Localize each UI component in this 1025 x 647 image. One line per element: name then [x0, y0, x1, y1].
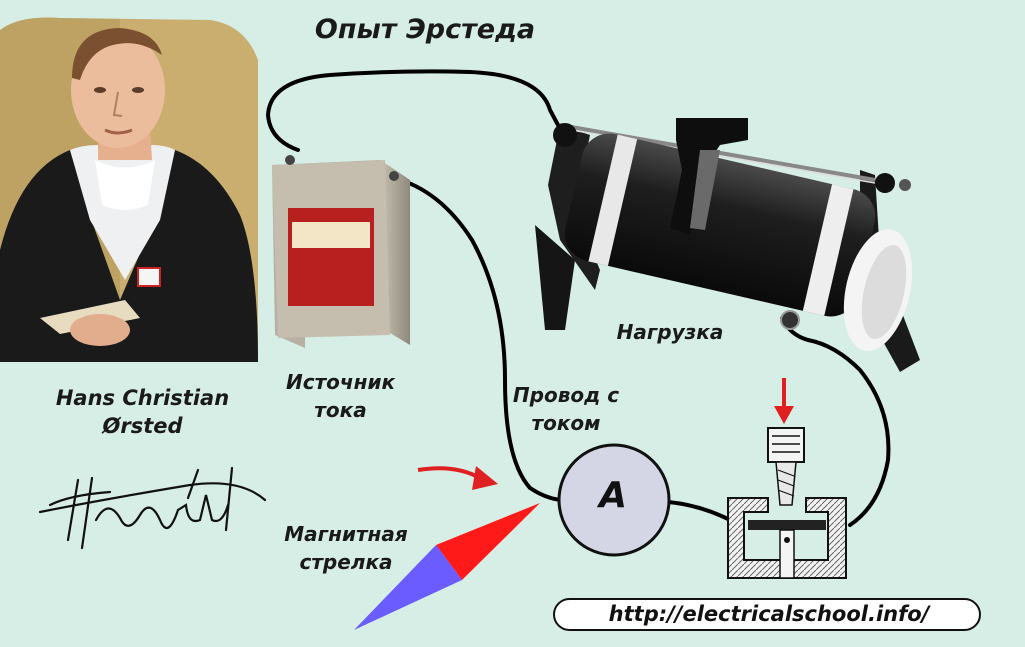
scientist-name-line2: Ørsted [102, 414, 183, 438]
switch-diagram [727, 427, 847, 579]
compass-label-line1: Магнитная [284, 522, 408, 546]
load-label: Нагрузка [616, 320, 724, 344]
wire-loop [265, 69, 891, 527]
compass-needle [354, 503, 540, 630]
url-text[interactable]: http://electricalschool.info/ [608, 602, 930, 626]
down-arrow-icon [774, 378, 794, 424]
battery-label-line2: тока [314, 398, 367, 422]
scientist-name-line1: Hans Christian [55, 386, 230, 410]
wire-label-line1: Провод с [512, 383, 620, 407]
wire-label-line2: током [531, 411, 601, 435]
page-title: Опыт Эрстеда [314, 14, 536, 45]
compass-label-line2: стрелка [299, 550, 393, 574]
rheostat-image [535, 118, 920, 372]
ammeter-symbol: A [599, 475, 627, 516]
battery-label-line1: Источник [285, 370, 396, 394]
signature-image [38, 466, 267, 550]
portrait-image [0, 17, 258, 362]
red-arrow-icon [417, 466, 498, 490]
url-badge[interactable]: http://electricalschool.info/ [553, 598, 981, 631]
battery-image [272, 155, 410, 348]
ammeter [557, 443, 671, 557]
